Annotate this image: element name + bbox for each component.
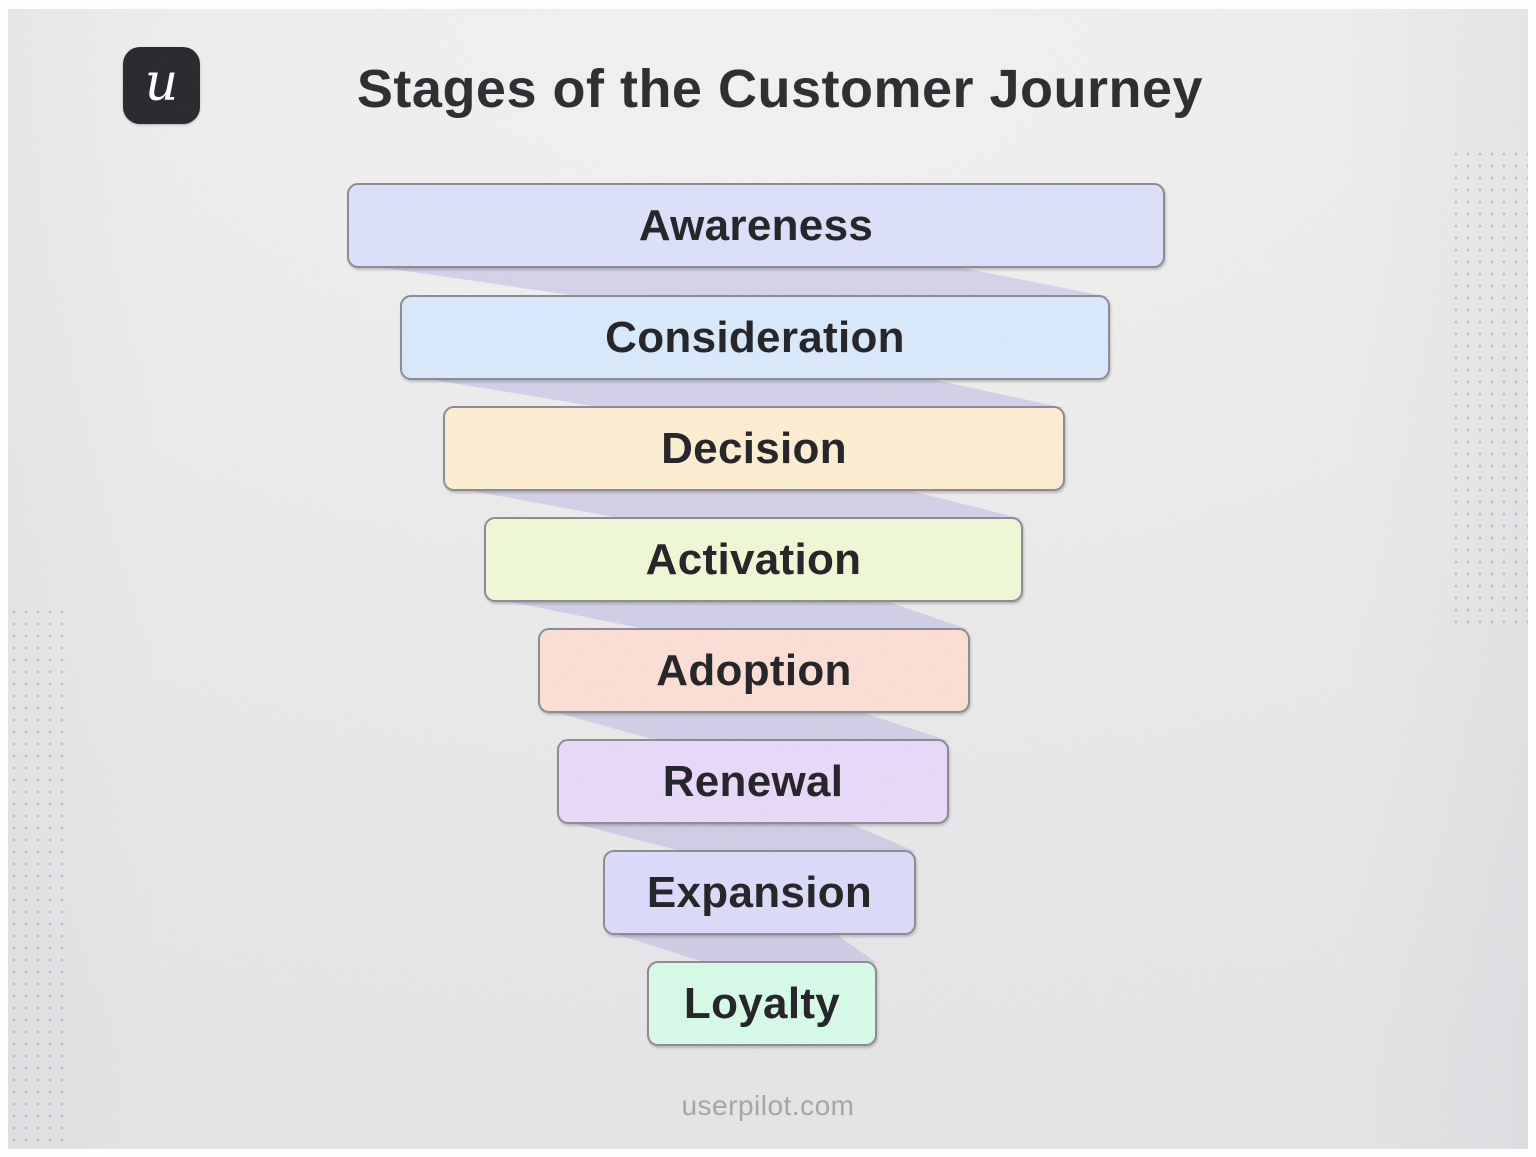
stage-label: Consideration	[605, 312, 905, 362]
stage-label: Awareness	[638, 200, 874, 250]
page-title: Stages of the Customer Journey	[356, 59, 1204, 119]
footer-url: userpilot.com	[681, 1090, 855, 1121]
stage-label: Activation	[645, 534, 862, 584]
stage-bar-activation: Activation	[484, 517, 1023, 602]
stage-bar-loyalty: Loyalty	[647, 961, 877, 1046]
stage-label: Expansion	[646, 867, 873, 917]
stage-label: Adoption	[656, 645, 852, 695]
stage-bar-decision: Decision	[443, 406, 1065, 491]
stage-bar-renewal: Renewal	[557, 739, 949, 824]
stage-label: Renewal	[662, 756, 844, 806]
stage-label: Loyalty	[683, 978, 841, 1028]
stage-bar-consideration: Consideration	[400, 295, 1110, 380]
stage-bar-expansion: Expansion	[603, 850, 916, 935]
stage-label: Decision	[661, 423, 847, 473]
stage-bar-awareness: Awareness	[347, 183, 1165, 268]
stage-bar-adoption: Adoption	[538, 628, 970, 713]
